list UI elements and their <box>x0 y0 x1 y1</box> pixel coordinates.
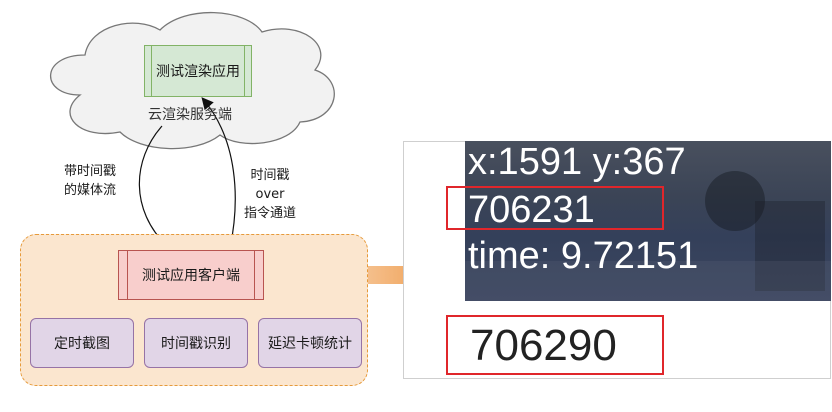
arrow-media-stream <box>138 125 169 248</box>
module-latency-stutter-stats: 延迟卡顿统计 <box>258 318 362 368</box>
scene-floor <box>465 261 831 301</box>
client-app-box: 测试应用客户端 <box>118 250 264 300</box>
coordinate-readout: x:1591 y:367 <box>468 141 686 183</box>
frame-timestamp-highlight <box>446 186 664 230</box>
scene-shadow <box>755 201 825 291</box>
scene-shadow <box>705 171 765 231</box>
local-timestamp: 706290 <box>470 321 617 370</box>
game-frame <box>465 141 831 301</box>
big-right-arrow <box>298 250 446 300</box>
time-readout: time: 9.72151 <box>468 235 699 277</box>
box-bar-left <box>151 46 152 96</box>
frame-timestamp: 706231 <box>468 189 595 231</box>
arrow-timestamp-command <box>201 97 236 249</box>
client-app-label: 测试应用客户端 <box>142 268 240 284</box>
box-bar-left <box>127 251 128 299</box>
box-bar-right <box>254 251 255 299</box>
box-bar-right <box>244 46 245 96</box>
cloud-service-label: 云渲染服务端 <box>148 107 232 123</box>
local-timestamp-highlight <box>446 315 664 375</box>
module-timed-screenshot: 定时截图 <box>30 318 134 368</box>
command-channel-label: 时间戳 over 指令通道 <box>244 168 297 221</box>
module-timestamp-recognition: 时间戳识别 <box>144 318 248 368</box>
media-stream-label: 带时间戳 的媒体流 <box>64 164 117 198</box>
cloud-render-app-label: 测试渲染应用 <box>156 64 240 80</box>
cloud-render-app-box: 测试渲染应用 <box>144 45 252 97</box>
